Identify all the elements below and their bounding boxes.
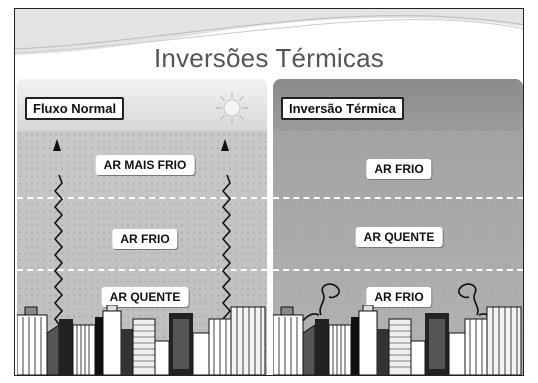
layer-divider: [17, 269, 267, 271]
heat-rising-arrows: [53, 139, 232, 328]
layer-divider: [17, 197, 267, 199]
panel-header-normal: Fluxo Normal: [25, 97, 125, 120]
slide: Inversões Térmicas Fluxo Normal AR MAIS …: [14, 8, 524, 376]
layer-label-bottom: AR FRIO: [366, 287, 432, 307]
layer-divider: [273, 269, 523, 271]
panel-normal-flow: Fluxo Normal AR MAIS FRIO AR FRIO AR QUE…: [17, 79, 267, 375]
slide-title: Inversões Térmicas: [154, 43, 384, 73]
layer-divider: [273, 197, 523, 199]
layer-label-top: AR MAIS FRIO: [95, 155, 195, 175]
heat-rising-arrow-icon: [53, 174, 64, 328]
panel-thermal-inversion: Inversão Térmica AR FRIO AR QUENTE AR FR…: [273, 79, 523, 375]
sun-icon: [216, 92, 248, 124]
city-buildings-icon: [17, 305, 266, 375]
heat-rising-arrow-icon: [221, 174, 232, 328]
layer-label-top: AR FRIO: [366, 159, 432, 179]
layer-label-middle: AR QUENTE: [355, 227, 443, 247]
panel-header-inversion: Inversão Térmica: [281, 97, 404, 120]
city-buildings-icon: [273, 305, 522, 375]
layer-label-middle: AR FRIO: [112, 229, 178, 249]
decorative-swoosh: [15, 9, 523, 55]
layer-label-bottom: AR QUENTE: [101, 287, 189, 307]
